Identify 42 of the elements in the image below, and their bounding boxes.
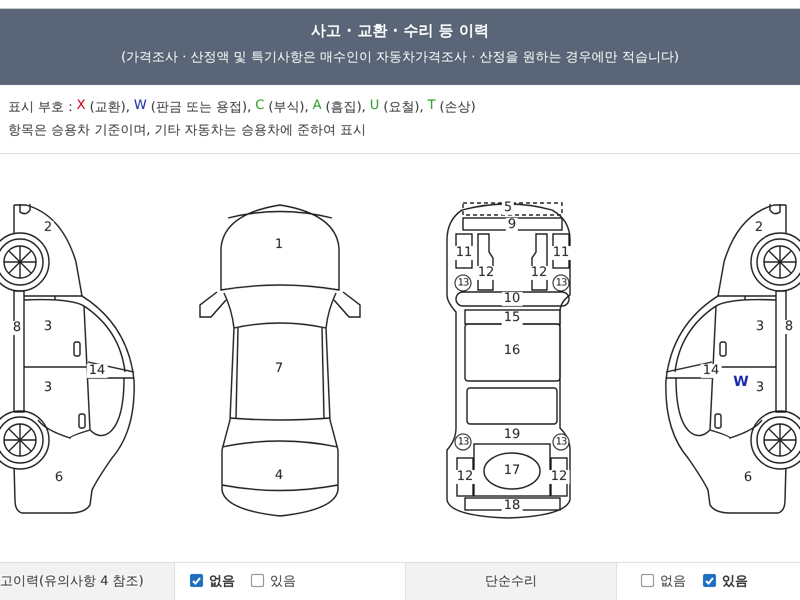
part-number: 12 bbox=[548, 470, 570, 484]
part-number: 13 bbox=[552, 274, 570, 292]
symbol-code: U bbox=[370, 98, 380, 115]
option-label: 없음 bbox=[660, 573, 686, 590]
option-label: 없음 bbox=[209, 573, 235, 590]
symbol-code: A bbox=[312, 98, 322, 115]
part-number: 12 bbox=[476, 266, 496, 280]
part-number: 10 bbox=[502, 292, 522, 306]
symbol-meaning: (흠집), bbox=[326, 99, 366, 116]
row-header: 단순수리 bbox=[405, 563, 617, 600]
part-number: 14 bbox=[700, 364, 722, 378]
part-number: 8 bbox=[782, 320, 796, 334]
symbol-code: C bbox=[255, 98, 264, 115]
symbol-code: X bbox=[76, 98, 86, 115]
part-number: 5 bbox=[502, 201, 514, 215]
part-number: 14 bbox=[86, 364, 108, 378]
symbol-meaning: (요철), bbox=[383, 99, 424, 116]
symbol-code: T bbox=[428, 98, 436, 115]
symbol-meaning: (교환), bbox=[90, 99, 130, 116]
row-header: 고이력(유의사항 4 참조) bbox=[0, 563, 175, 600]
symbol-meaning: (판금 또는 용접), bbox=[150, 99, 252, 116]
symbol-code: W bbox=[134, 98, 147, 115]
subtitle: (가격조사 · 산정액 및 특기사항은 매수인이 자동차가격조사 · 산정을 원하는 경우에만 적습니다) bbox=[121, 49, 679, 66]
symbol-meaning: (부식), bbox=[268, 99, 309, 116]
part-number: 18 bbox=[502, 499, 522, 513]
option-label: 있음 bbox=[722, 573, 748, 590]
part-number: 13 bbox=[552, 434, 570, 450]
legend-heading: 표시 부호 : bbox=[8, 99, 73, 116]
part-number: 11 bbox=[550, 246, 572, 260]
section-title: 사고 · 교환 · 수리 등 이력 bbox=[311, 22, 489, 40]
damage-mark: W bbox=[733, 374, 749, 390]
part-number: 13 bbox=[454, 434, 472, 450]
part-number: 9 bbox=[506, 218, 518, 232]
symbol-meaning: (손상) bbox=[440, 99, 476, 116]
part-number: 13 bbox=[454, 274, 472, 292]
part-number: 12 bbox=[454, 470, 476, 484]
part-number: 8 bbox=[10, 321, 24, 335]
option-label: 있음 bbox=[270, 573, 296, 590]
note-text: 항목은 승용차 기준이며, 기타 자동차는 승용차에 준하여 표시 bbox=[8, 122, 366, 139]
part-number: 15 bbox=[502, 311, 522, 325]
part-number: 12 bbox=[528, 266, 550, 280]
part-number: 11 bbox=[454, 246, 474, 260]
